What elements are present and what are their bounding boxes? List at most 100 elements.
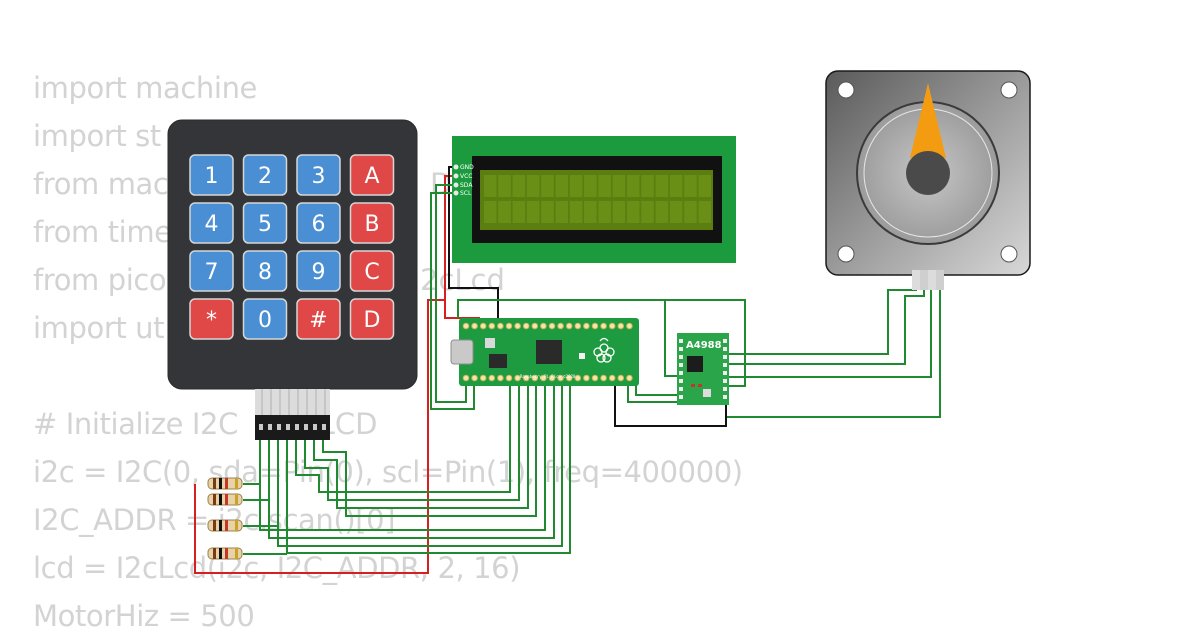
keypad-header	[255, 415, 330, 440]
wire-green-sda	[435, 184, 467, 403]
keypad-ribbon	[255, 389, 330, 415]
keypad-key-label: 8	[258, 260, 272, 285]
keypad-key-label: A	[364, 164, 379, 189]
keypad-key-label: 4	[205, 212, 219, 237]
a4988-driver: A4988	[677, 333, 729, 405]
wire-green-drv2	[635, 385, 680, 396]
wire-green-top	[457, 299, 746, 387]
motor-screw-tl	[837, 81, 855, 99]
raspberry-logo-icon	[593, 337, 615, 363]
motor-leads	[912, 270, 944, 290]
wire-black-driver	[614, 385, 727, 427]
code-line: from pico	[33, 263, 167, 297]
pico-pin-holes	[462, 322, 633, 382]
keypad-key-3[interactable]: 3	[296, 154, 341, 196]
keypad-key-label: 7	[205, 260, 219, 285]
lcd-pin-gnd: GND	[460, 164, 474, 171]
motor-screw-br	[1000, 245, 1018, 263]
motor-screw-bl	[837, 245, 855, 263]
keypad-key-label: D	[364, 308, 381, 333]
keypad-key-label: *	[206, 308, 217, 333]
keypad-key-#[interactable]: #	[296, 298, 341, 340]
resistor-1	[207, 477, 243, 490]
driver-pot	[703, 389, 711, 397]
lcd-pins: GND VCC SDA SCL	[453, 164, 474, 197]
motor-screw-tr	[1000, 81, 1018, 99]
driver-label: A4988	[686, 340, 722, 351]
keypad-key-label: 1	[205, 164, 219, 189]
raspberry-pi-pico: Raspberry Pi Pico ©2020	[450, 318, 639, 386]
driver-chip	[687, 356, 703, 372]
code-line: from mac	[33, 167, 169, 201]
keypad-key-0[interactable]: 0	[242, 298, 288, 340]
lcd-pin-scl: SCL	[460, 190, 472, 197]
code-line: MotorHiz = 500	[33, 599, 255, 633]
keypad-key-label: 0	[258, 308, 272, 333]
keypad-key-7[interactable]: 7	[189, 250, 234, 292]
keypad-key-A[interactable]: A	[349, 154, 395, 196]
pico-led	[579, 353, 585, 359]
wire-res-gnd	[194, 484, 215, 574]
pico-usb	[450, 339, 474, 365]
code-line: import st	[33, 119, 161, 153]
wire-kp-7	[313, 386, 529, 509]
resistor-4	[207, 547, 243, 560]
lcd-module: GND VCC SDA SCL	[452, 136, 736, 263]
wire-kp-4	[286, 386, 571, 554]
keypad-key-1[interactable]: 1	[189, 154, 234, 196]
keypad-key-6[interactable]: 6	[296, 202, 341, 244]
code-fragment: 2cLcd	[420, 263, 505, 297]
motor-pointer-icon	[910, 83, 946, 158]
wire-kp-5	[295, 386, 511, 493]
keypad-key-label: #	[309, 308, 327, 333]
pico-bootsel	[485, 338, 495, 348]
wire-black-gnd	[448, 166, 499, 318]
pico-board-text: Raspberry Pi Pico ©2020	[520, 374, 576, 379]
lcd-pin-vcc: VCC	[460, 173, 472, 180]
resistor-3	[207, 519, 243, 532]
keypad-key-label: 9	[312, 260, 326, 285]
motor-shaft	[906, 151, 950, 195]
keypad-key-2[interactable]: 2	[242, 154, 288, 196]
keypad-key-8[interactable]: 8	[242, 250, 288, 292]
keypad-header-pins	[259, 424, 326, 430]
wire-green-scl	[430, 192, 475, 410]
driver-pin-holes	[679, 339, 727, 399]
wire-green-drv1	[627, 385, 680, 403]
keypad-key-4[interactable]: 4	[189, 202, 234, 244]
resistors	[207, 477, 243, 560]
wire-motor-1	[727, 276, 917, 355]
keypad-key-label: 3	[312, 164, 326, 189]
wire-kp-3	[277, 386, 563, 547]
code-line: # Initialize I2C	[33, 407, 238, 441]
keypad-key-label: B	[364, 212, 379, 237]
wire-green-drv3	[664, 300, 680, 377]
pico-flash	[489, 354, 507, 368]
lcd-character-grid	[484, 175, 711, 223]
keypad-ribbon-lines	[261, 389, 326, 415]
code-line: from time	[33, 215, 172, 249]
keypad-key-9[interactable]: 9	[296, 250, 341, 292]
wire-motor-3	[727, 276, 932, 378]
stepper-motor	[825, 70, 1031, 290]
lcd-pin-sda: SDA	[460, 182, 473, 189]
keypad-key-D[interactable]: D	[349, 298, 395, 340]
wire-kp-8	[322, 386, 537, 517]
pico-chip	[536, 340, 562, 364]
keypad-key-C[interactable]: C	[349, 250, 395, 292]
keypad-key-label: 6	[312, 212, 326, 237]
resistor-2	[207, 493, 243, 506]
wire-red-pico	[444, 300, 480, 319]
keypad-key-label: C	[364, 260, 379, 285]
wire-motor-4	[727, 276, 941, 418]
keypad-key-5[interactable]: 5	[242, 202, 288, 244]
wires	[194, 166, 941, 574]
code-line: import ut	[33, 311, 165, 345]
keypad-key-*[interactable]: *	[189, 298, 234, 340]
code-line: lcd = I2cLcd(i2c, I2C_ADDR, 2, 16)	[33, 551, 521, 585]
keypad-key-B[interactable]: B	[349, 202, 395, 244]
